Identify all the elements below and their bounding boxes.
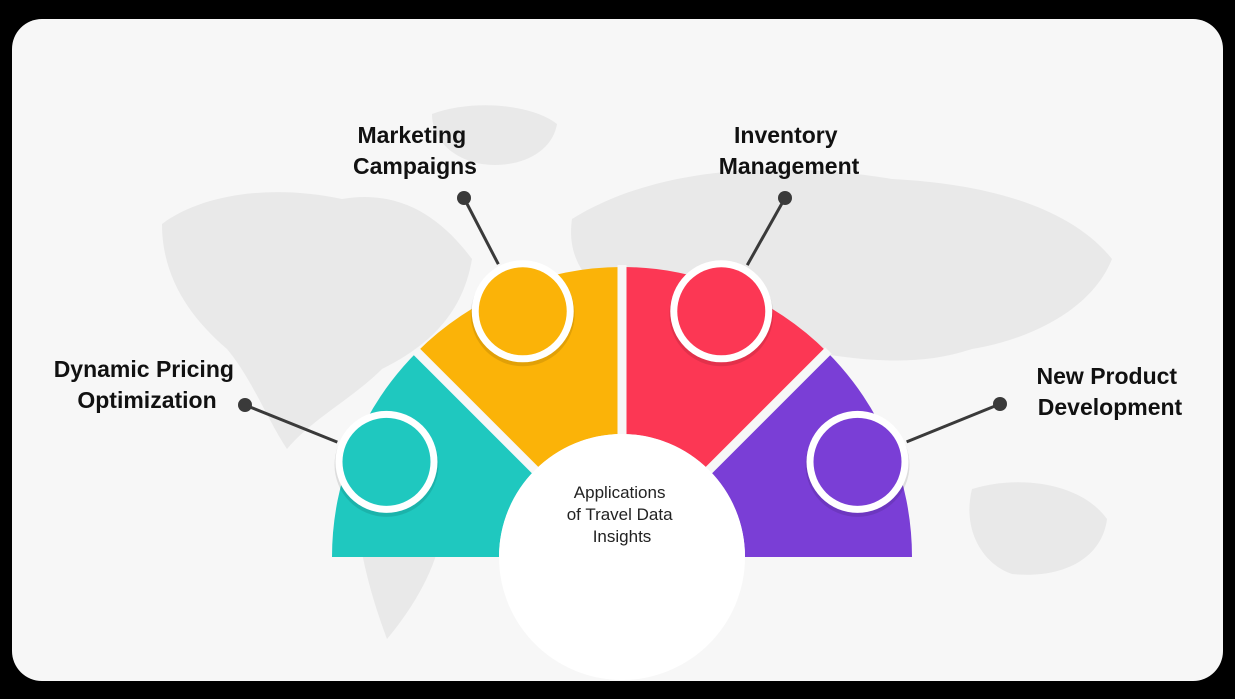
label-line: Inventory: [734, 122, 838, 148]
center-label-line: of Travel Data: [567, 505, 673, 524]
map-north-america: [162, 192, 472, 450]
center-label: Applications of Travel Data Insights: [567, 483, 678, 546]
bubble-marketing-campaigns: [478, 267, 567, 356]
connector-dot-inventory-management: [778, 191, 792, 205]
center-hub: [499, 434, 745, 680]
label-line: Campaigns: [353, 153, 477, 179]
bubble-dynamic-pricing: [342, 417, 431, 506]
label-line: Marketing: [357, 122, 466, 148]
connector-dot-marketing-campaigns: [457, 191, 471, 205]
label-line: New Product: [1037, 363, 1178, 389]
connector-line-marketing-campaigns: [462, 197, 500, 265]
label-line: Management: [719, 153, 860, 179]
connector-line-inventory-management: [745, 197, 787, 266]
segment-label-new-product: New Product Development: [1037, 363, 1184, 420]
connector-line-new-product: [906, 402, 1001, 444]
center-label-line: Insights: [593, 527, 652, 546]
bubble-new-product: [813, 417, 902, 506]
segment-label-marketing-campaigns: Marketing Campaigns: [353, 122, 477, 179]
applications-diagram: Marketing Campaigns Inventory Management…: [54, 105, 1184, 680]
label-line: Dynamic Pricing: [54, 356, 234, 382]
connector-dot-new-product: [993, 397, 1007, 411]
map-greenland: [432, 105, 557, 165]
segment-label-inventory-management: Inventory Management: [719, 122, 860, 179]
center-label-line: Applications: [574, 483, 666, 502]
diagram-canvas: Marketing Campaigns Inventory Management…: [12, 19, 1223, 681]
connector-dot-dynamic-pricing: [238, 398, 252, 412]
label-line: Optimization: [77, 387, 216, 413]
bubble-inventory-management: [677, 267, 766, 356]
map-australia: [969, 482, 1107, 575]
segment-divider: [412, 347, 540, 475]
connector-line-dynamic-pricing: [244, 403, 338, 444]
segment-divider: [704, 347, 832, 475]
label-line: Development: [1038, 394, 1183, 420]
segment-label-dynamic-pricing: Dynamic Pricing Optimization: [54, 356, 241, 413]
